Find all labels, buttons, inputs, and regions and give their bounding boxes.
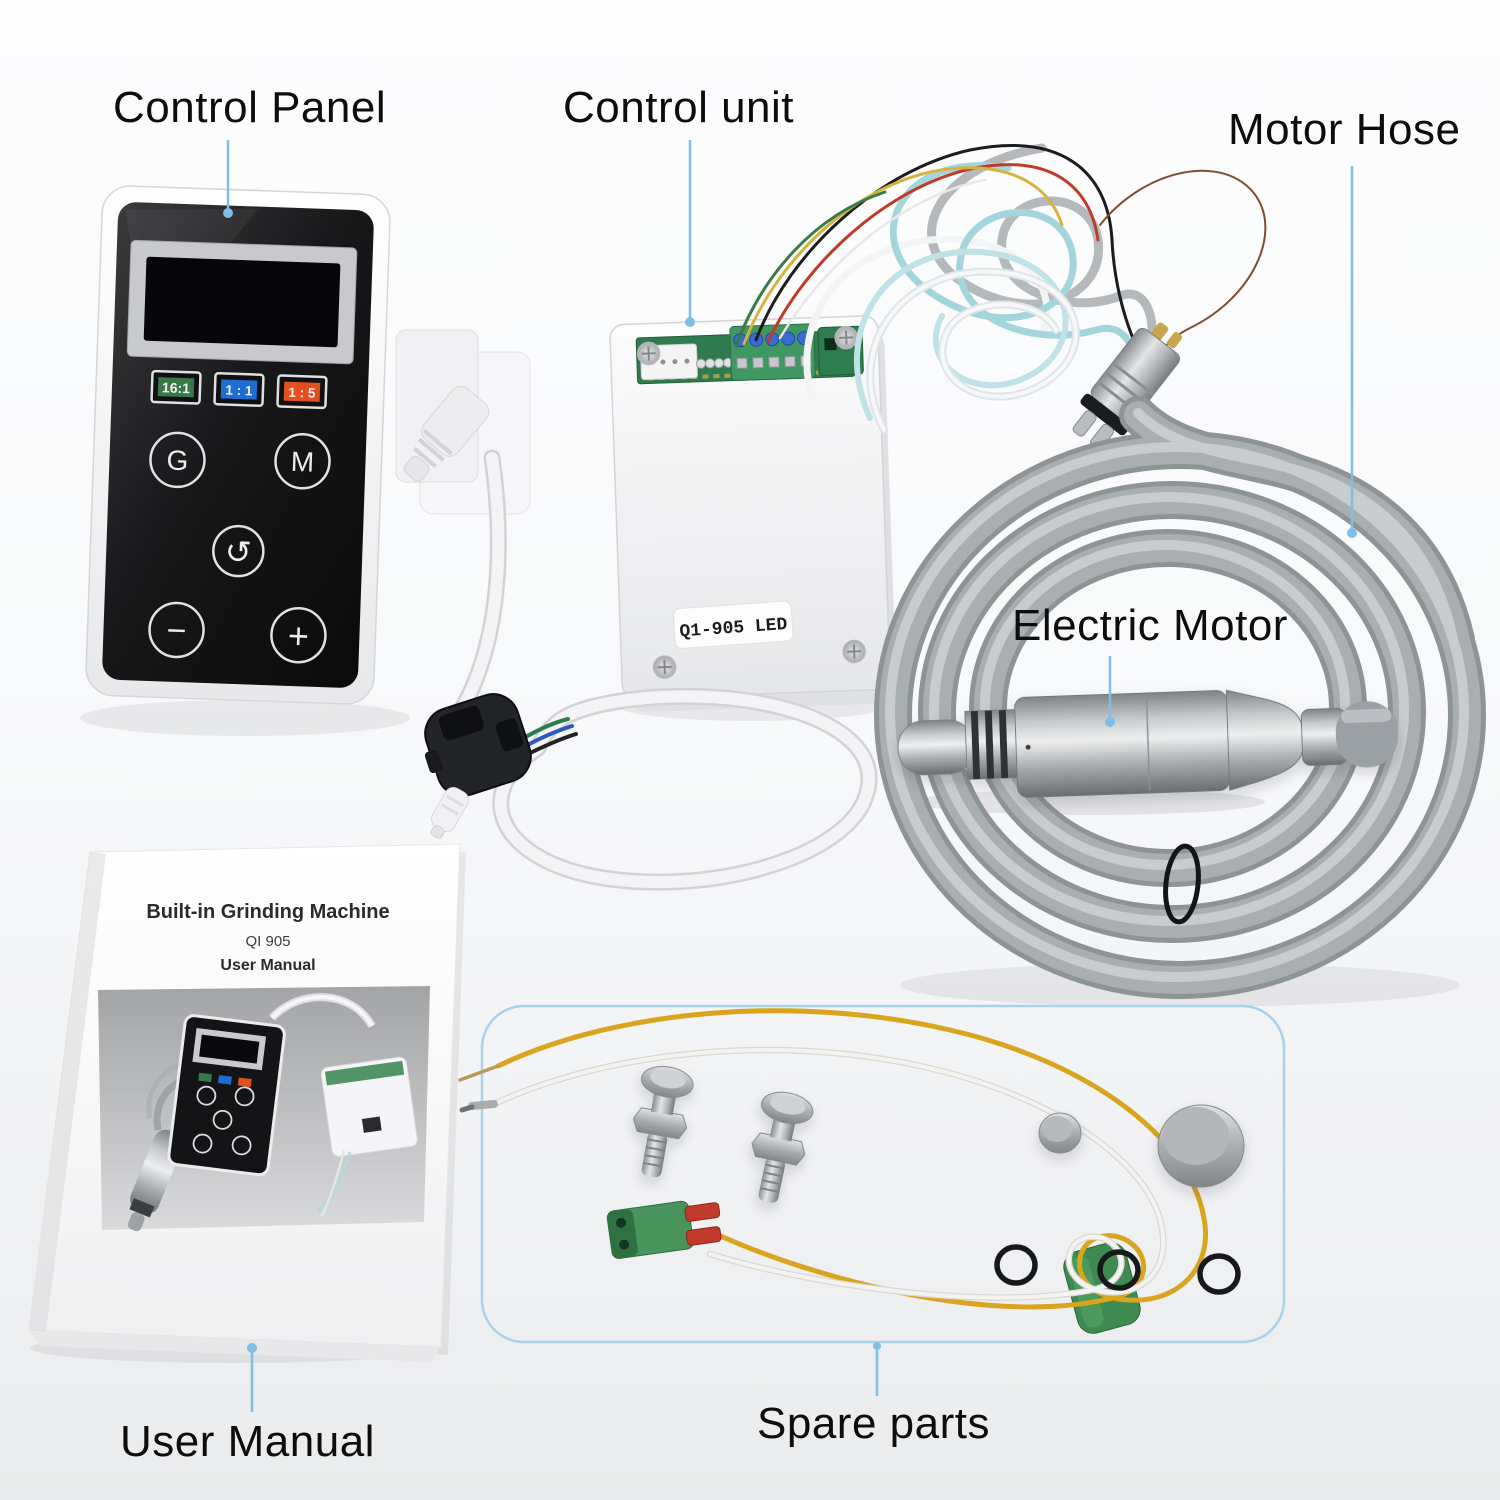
- ratio-badge-16-1: 16:1: [150, 369, 202, 405]
- screw-icon: [636, 325, 866, 679]
- ratio-badge-1-1: 1 : 1: [213, 372, 265, 407]
- display-screen: [143, 256, 341, 348]
- hex-nut: [751, 1132, 806, 1166]
- ferrite-clamp: [424, 693, 532, 797]
- yellow-wire-tip: [458, 1064, 500, 1082]
- hex-nut: [632, 1107, 688, 1140]
- manual-photo-miniature: [127, 993, 418, 1232]
- minus-icon: −: [166, 612, 187, 651]
- touch-buttons: [148, 431, 331, 664]
- minus-button: [148, 601, 205, 659]
- spare-parts: [458, 1004, 1286, 1344]
- g-button: [149, 431, 206, 489]
- reverse-icon: ↺: [224, 533, 252, 572]
- motor-body: [1014, 690, 1230, 798]
- reverse-button: [212, 524, 265, 578]
- label-spare-parts: Spare parts: [757, 1399, 990, 1448]
- o-ring: [1097, 1249, 1141, 1291]
- ratio-badge-1-5: 1 : 5: [276, 374, 328, 410]
- o-ring: [994, 1244, 1038, 1286]
- user-manual: Built-in Grinding Machine QI 905 User Ma…: [28, 843, 466, 1362]
- control-unit: Q1-905 LED: [609, 315, 897, 712]
- label-user-manual: User Manual: [120, 1417, 375, 1466]
- label-electric-motor: Electric Motor: [1012, 601, 1288, 650]
- metal-cap-large: [1157, 1104, 1245, 1188]
- connector-o-ring: [1080, 393, 1130, 436]
- crimp-terminal: [684, 1202, 721, 1222]
- m-button: [274, 433, 331, 490]
- o-ring: [1197, 1253, 1241, 1295]
- motor-taper: [1225, 689, 1305, 791]
- label-control-unit: Control unit: [563, 83, 795, 132]
- control-unit-pcb: [635, 323, 864, 385]
- model-sticker: Q1-905 LED: [672, 600, 794, 649]
- hose-connector: [1072, 322, 1183, 451]
- plus-icon: +: [287, 615, 309, 657]
- label-motor-hose: Motor Hose: [1228, 105, 1461, 154]
- plus-button: [270, 606, 327, 664]
- spare-bolt: [751, 1091, 814, 1203]
- manual-model: QI 905: [245, 933, 290, 950]
- g-button-label: G: [166, 445, 189, 477]
- control-panel: 16:1 1 : 1 1 : 5 G M ↺ − +: [85, 185, 391, 705]
- spare-wire-assembly: [458, 1008, 1209, 1310]
- svg-text:16:1: 16:1: [162, 379, 191, 396]
- panel-mount: [395, 329, 531, 515]
- cable-tie: [1163, 843, 1201, 925]
- spare-connector: [606, 1200, 722, 1259]
- svg-text:1 : 5: 1 : 5: [288, 385, 316, 401]
- spare-bolt: [632, 1065, 694, 1178]
- m-button-label: M: [290, 446, 314, 478]
- annotation-lines: [223, 140, 1357, 1412]
- electric-motor: [897, 689, 1398, 798]
- svg-text:1 : 1: 1 : 1: [225, 383, 253, 399]
- motor-nose-cap: [897, 719, 975, 776]
- metal-cap-small: [1038, 1112, 1082, 1154]
- crimp-terminal: [685, 1226, 722, 1246]
- o-rings: [994, 1244, 1241, 1295]
- panel-plug: [403, 385, 490, 482]
- white-wire-ferrule: [468, 1100, 498, 1110]
- label-control-panel: Control Panel: [113, 83, 387, 132]
- manual-title: Built-in Grinding Machine: [146, 901, 389, 923]
- cable-end: [430, 787, 469, 839]
- spare-parts-box: [480, 1004, 1286, 1344]
- manual-subtitle: User Manual: [220, 957, 315, 974]
